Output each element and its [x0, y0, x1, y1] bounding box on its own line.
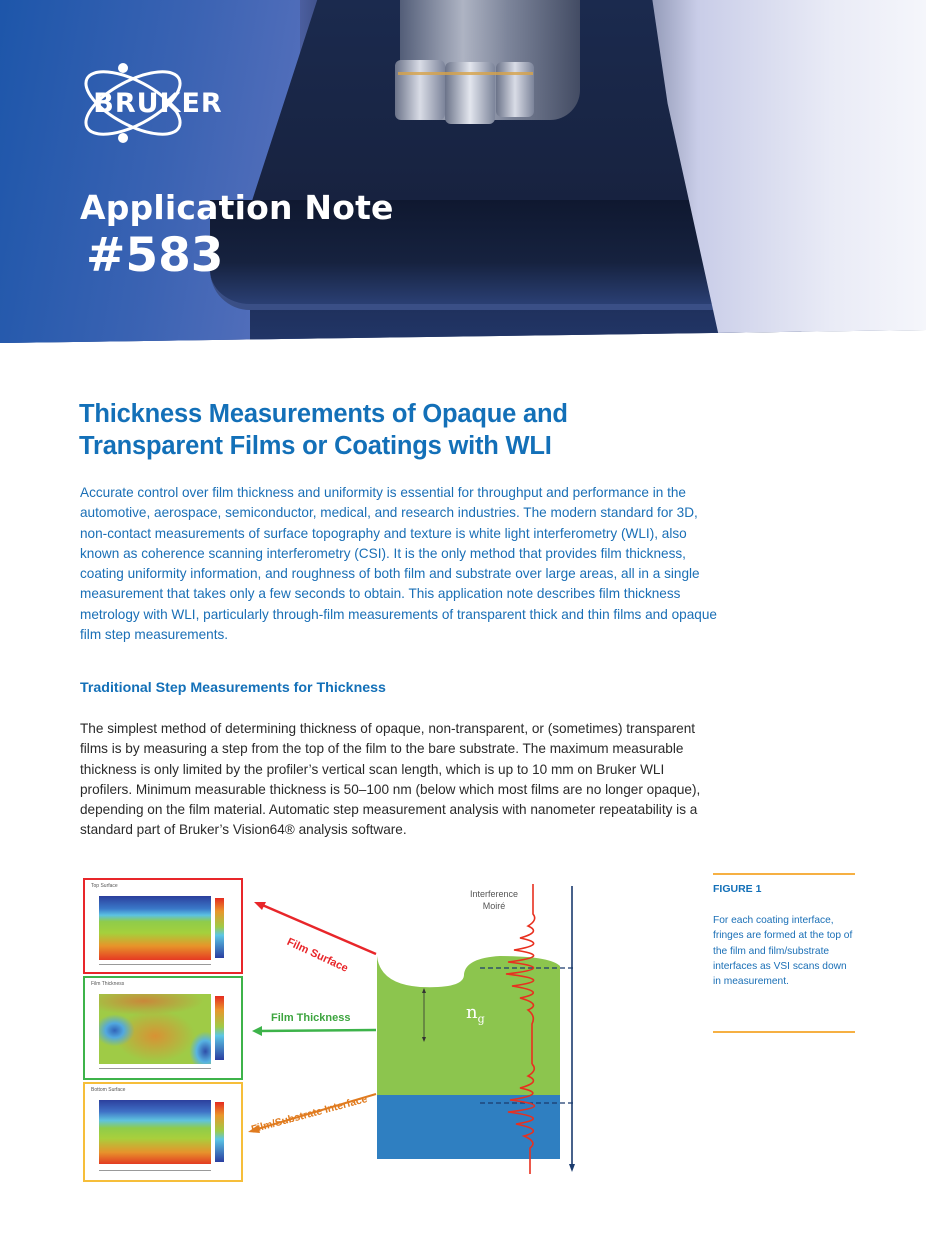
x-axis	[99, 1170, 211, 1171]
caption-title: FIGURE 1	[713, 883, 762, 895]
caption-divider-top	[713, 873, 855, 875]
atom-orbit-icon	[84, 63, 182, 143]
document-type: Application Note	[80, 188, 394, 227]
x-axis	[99, 1068, 211, 1069]
page-title: Thickness Measurements of Opaque and Tra…	[79, 398, 719, 462]
inset-label: Bottom Surface	[91, 1087, 126, 1093]
figure-caption: FIGURE 1 For each coating interface, fri…	[713, 873, 855, 1033]
inset-label: Top Surface	[91, 883, 118, 889]
bottom-surface-map: Bottom Surface	[83, 1082, 243, 1182]
g-subscript: g	[477, 1012, 485, 1026]
intro-paragraph: Accurate control over film thickness and…	[80, 485, 717, 643]
inset-label: Film Thickness	[91, 981, 125, 987]
caption-divider-bottom	[713, 1031, 855, 1033]
caption-text: For each coating interface, fringes are …	[713, 915, 853, 988]
figure-1: Top Surface Film Thickness Bottom Surfac…	[80, 874, 600, 1184]
objective-lens-image	[395, 60, 445, 120]
colorbar	[215, 996, 224, 1060]
header-banner: BRUKER Application Note #583	[0, 0, 926, 343]
film-thickness-map: Film Thickness	[83, 976, 243, 1080]
bruker-logo: BRUKER	[78, 62, 238, 144]
interference-label: Interference Moiré	[464, 888, 524, 912]
colorbar	[215, 1102, 224, 1162]
title-line-2: Transparent Films or Coatings with WLI	[79, 432, 552, 460]
lens-ring-decoration	[398, 72, 533, 75]
top-surface-map: Top Surface	[83, 878, 243, 974]
heatmap	[99, 896, 211, 960]
section-heading: Traditional Step Measurements for Thickn…	[80, 680, 386, 696]
objective-lens-image	[496, 62, 534, 117]
interference-label-line2: Moiré	[482, 901, 506, 911]
refractive-index-label: ng	[466, 1002, 485, 1026]
heatmap	[99, 1100, 211, 1164]
n-symbol: n	[466, 1002, 478, 1023]
brand-name: BRUKER	[93, 88, 223, 119]
film-schematic	[248, 884, 575, 1174]
heatmap	[99, 994, 211, 1064]
film-thickness-label: Film Thickness	[271, 1012, 351, 1024]
document-number: #583	[86, 228, 224, 283]
x-axis	[99, 964, 211, 965]
colorbar	[215, 898, 224, 958]
title-line-1: Thickness Measurements of Opaque and	[79, 400, 568, 428]
interference-label-line1: Interference	[469, 889, 519, 899]
section-body: The simplest method of determining thick…	[80, 721, 701, 838]
